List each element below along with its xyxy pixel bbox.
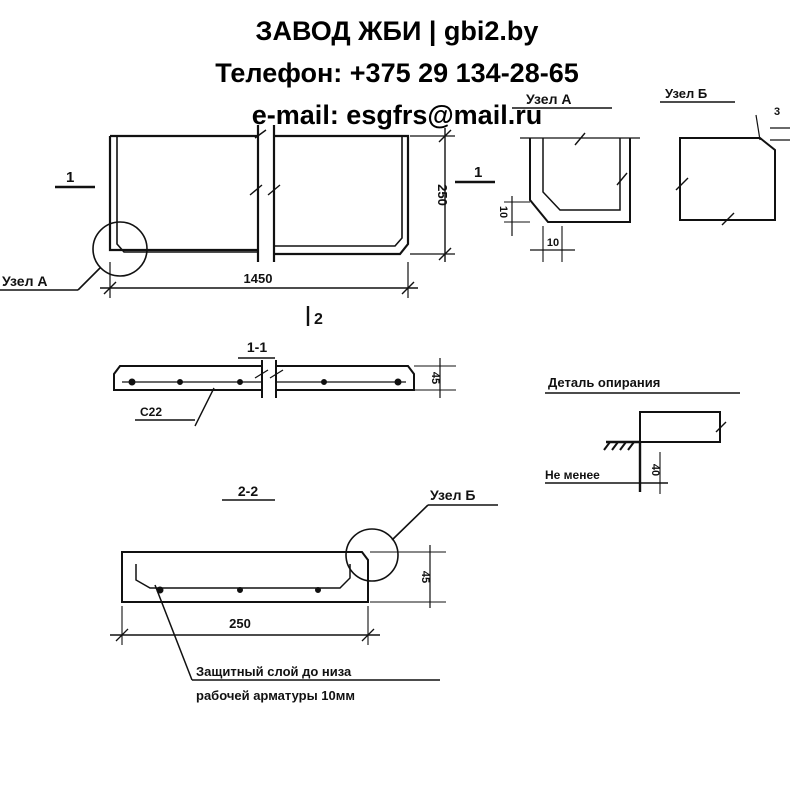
support-detail-min-value: 40 [649, 464, 661, 476]
plan-section-mark-right: 1 [474, 164, 482, 181]
section-2-2-note-line2: рабочей арматуры 10мм [196, 688, 355, 703]
section-1-1 [113, 357, 456, 427]
section-2-2-thickness-dim: 45 [419, 571, 431, 583]
section-2-2-node-b-callout: Узел Б [430, 487, 475, 503]
plan-width-dimension: 250 [435, 184, 450, 206]
node-b-title: Узел Б [665, 86, 707, 101]
node-a-detail [504, 107, 640, 262]
plan-section-mark-left: 1 [66, 169, 74, 186]
section-2-2-title: 2-2 [238, 483, 258, 499]
header-factory-title: ЗАВОД ЖБИ | gbi2.by [256, 16, 539, 46]
support-detail [545, 392, 740, 494]
section-1-1-rebar-label: С22 [140, 405, 162, 419]
section-1-1-title: 1-1 [247, 339, 267, 355]
section-2-2 [110, 499, 498, 681]
section-2-2-width-dim: 250 [229, 616, 251, 631]
node-a-dim-horizontal: 10 [547, 237, 559, 249]
node-b-dim-small: 3 [774, 106, 780, 118]
section-2-2-note-line1: Защитный слой до низа [196, 664, 352, 679]
node-a-title: Узел А [526, 91, 571, 107]
header-phone: Телефон: +375 29 134-28-65 [215, 58, 579, 88]
node-b-detail [660, 101, 790, 226]
section-1-1-thickness: 45 [429, 372, 441, 384]
plan-length-dimension: 1450 [244, 271, 273, 286]
header-email: e-mail: esgfrs@mail.ru [252, 100, 542, 130]
support-detail-title: Деталь опирания [548, 375, 660, 390]
plan-node-a-callout: Узел А [2, 273, 47, 289]
plan-view [0, 125, 495, 326]
support-detail-min-label: Не менее [545, 468, 600, 482]
node-a-dim-vertical: 10 [497, 206, 509, 218]
plan-section-mark-bottom: 2 [314, 311, 323, 328]
